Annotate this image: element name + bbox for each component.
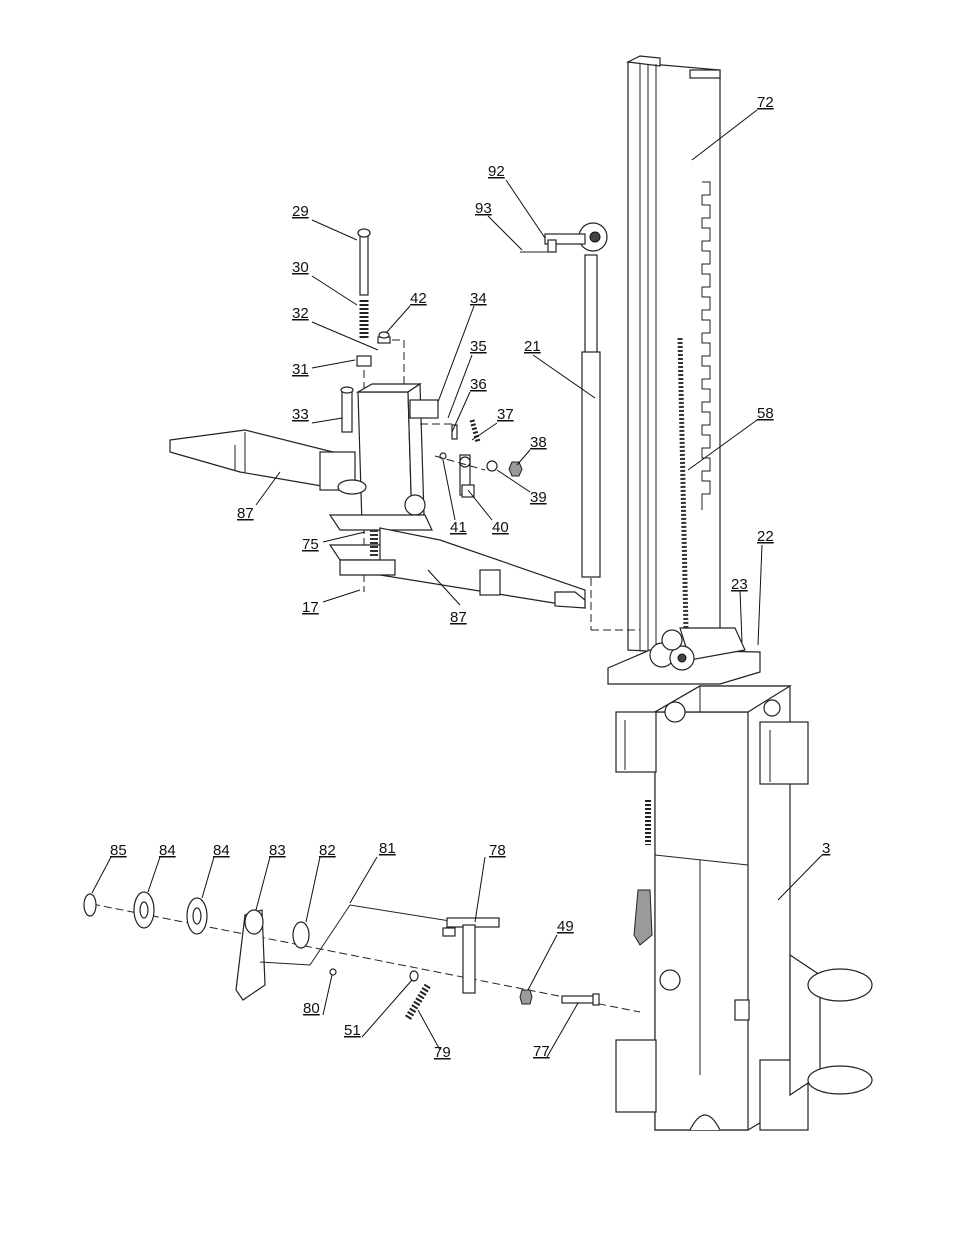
- callout-72: 72: [757, 94, 774, 111]
- carriage-assembly: [169, 228, 586, 609]
- callout-58: 58: [757, 405, 774, 422]
- callout-32: 32: [292, 305, 309, 322]
- callout-42: 42: [410, 290, 427, 307]
- release-lever-assembly: [83, 891, 641, 1020]
- callout-23: 23: [731, 576, 748, 593]
- callout-40: 40: [492, 519, 509, 536]
- callout-22: 22: [757, 528, 774, 545]
- callout-41: 41: [450, 519, 467, 536]
- callout-87-upper: 87: [237, 505, 254, 522]
- callout-38: 38: [530, 434, 547, 451]
- callout-labels: 72 92 93 29 30 42 34 32 35 21 31 36 33 3…: [110, 94, 830, 1061]
- callout-75: 75: [302, 536, 319, 553]
- callout-3: 3: [822, 840, 830, 857]
- callout-21: 21: [524, 338, 541, 355]
- gas-spring-21: [581, 254, 640, 631]
- callout-49: 49: [557, 918, 574, 935]
- callout-17: 17: [302, 599, 319, 616]
- callout-29: 29: [292, 203, 309, 220]
- callout-35: 35: [470, 338, 487, 355]
- callout-92: 92: [488, 163, 505, 180]
- callout-77: 77: [533, 1043, 550, 1060]
- callout-51: 51: [344, 1022, 361, 1039]
- callout-93: 93: [475, 200, 492, 217]
- callout-83: 83: [269, 842, 286, 859]
- callout-87-lower: 87: [450, 609, 467, 626]
- callout-84-a: 84: [159, 842, 176, 859]
- callout-31: 31: [292, 361, 309, 378]
- callout-33: 33: [292, 406, 309, 423]
- callout-79: 79: [434, 1044, 451, 1061]
- callout-37: 37: [497, 406, 514, 423]
- callout-80: 80: [303, 1000, 320, 1017]
- callout-78: 78: [489, 842, 506, 859]
- callout-84-b: 84: [213, 842, 230, 859]
- callout-82: 82: [319, 842, 336, 859]
- callout-85: 85: [110, 842, 127, 859]
- upper-column-72: [607, 55, 761, 685]
- lower-column-3: [615, 685, 873, 1131]
- callout-36: 36: [470, 376, 487, 393]
- callout-leaders: [91, 109, 823, 1058]
- callout-81: 81: [379, 840, 396, 857]
- pulley-assembly-92: [520, 222, 608, 253]
- callout-34: 34: [470, 290, 487, 307]
- callout-39: 39: [530, 489, 547, 506]
- callout-30: 30: [292, 259, 309, 276]
